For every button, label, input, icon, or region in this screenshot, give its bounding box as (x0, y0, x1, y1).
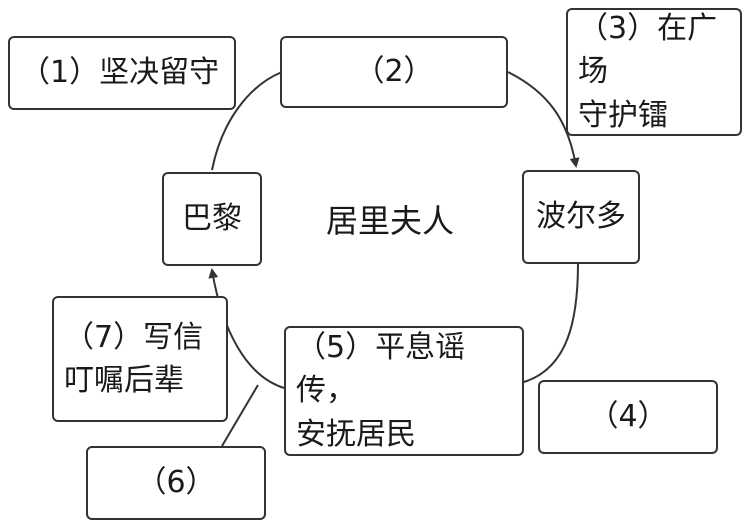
box-5: （5）平息谣传， 安抚居民 (284, 326, 524, 456)
node-paris: 巴黎 (162, 172, 262, 266)
box-7-text: （7）写信 叮嘱后辈 (64, 319, 204, 399)
box-2: （2） (280, 36, 508, 108)
box-7: （7）写信 叮嘱后辈 (52, 296, 228, 422)
node-bordeaux: 波尔多 (522, 170, 640, 264)
node-paris-text: 巴黎 (182, 201, 242, 237)
box-1-text: （1）坚决留守 (20, 55, 220, 91)
box-6: （6） (86, 446, 266, 520)
pointer-line-box6 (221, 384, 259, 447)
box-2-text: （2） (354, 54, 434, 90)
center-label: 居里夫人 (326, 202, 455, 240)
box-4-text: （4） (588, 399, 668, 435)
node-bordeaux-text: 波尔多 (536, 199, 626, 235)
box-4: （4） (538, 380, 718, 454)
box-3: （3）在广场 守护镭 (566, 8, 742, 136)
arc-top-to-bordeaux (507, 71, 580, 168)
box-3-text: （3）在广场 守护镭 (578, 10, 718, 133)
arc-bordeaux-to-bottom (523, 262, 579, 383)
arc-paris-to-top (211, 71, 283, 171)
box-6-text: （6） (136, 465, 216, 501)
box-5-text: （5）平息谣传， 安抚居民 (296, 329, 466, 452)
arc-bottom-to-paris (208, 268, 285, 389)
box-1: （1）坚决留守 (8, 36, 236, 110)
